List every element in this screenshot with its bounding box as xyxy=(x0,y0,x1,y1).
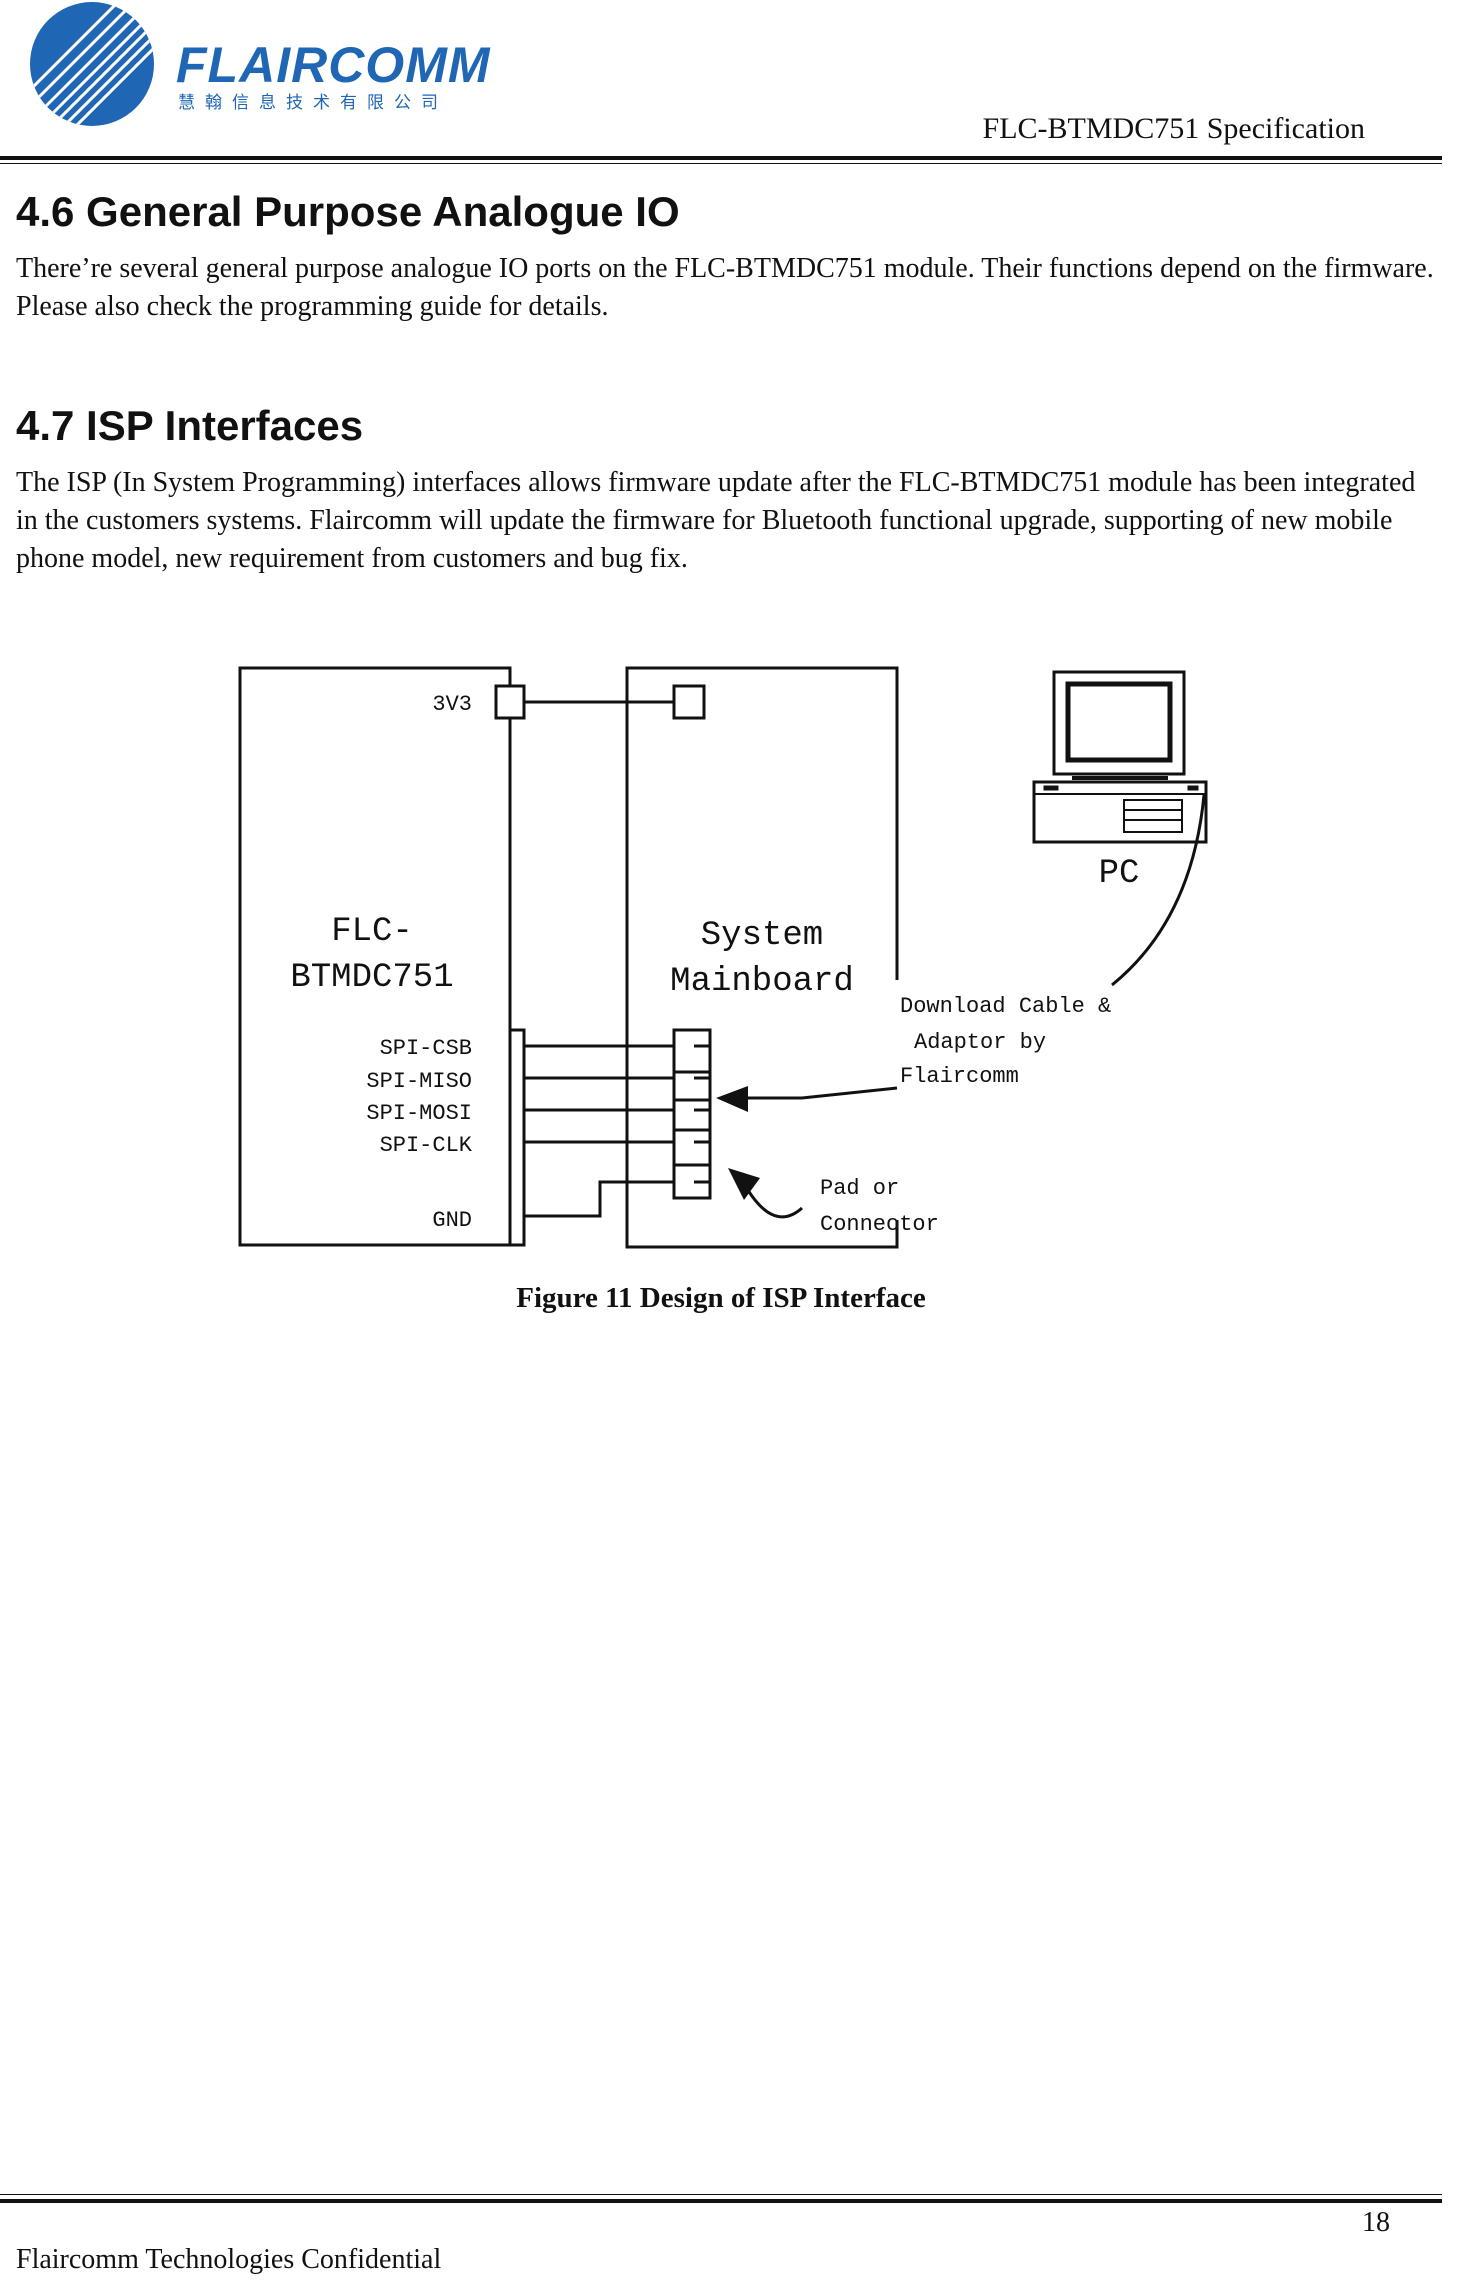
mainboard-label-line1: System xyxy=(701,917,823,955)
footer-confidential: Flaircomm Technologies Confidential xyxy=(16,2244,442,2275)
brand-name: FLAIRCOMM xyxy=(176,37,491,93)
footer-rule xyxy=(0,2199,1442,2203)
cable-label-line1: Download Cable & xyxy=(900,994,1111,1019)
connector-block xyxy=(672,1028,712,1200)
header-rule xyxy=(0,156,1442,160)
document-title: FLC-BTMDC751 Specification xyxy=(982,112,1365,145)
flaircomm-logo xyxy=(30,2,154,126)
mainboard-label-line2: Mainboard xyxy=(670,963,854,1001)
isp-interface-diagram: 3V3 FLC- BTMDC751 System Mainboard SPI-C… xyxy=(238,666,1208,1249)
section-heading-4-7: 4.7 ISP Interfaces xyxy=(16,402,364,449)
pin-label-spi-csb: SPI-CSB xyxy=(380,1036,472,1061)
pad-label-line1: Pad or xyxy=(820,1176,899,1201)
wire-gnd xyxy=(524,1180,674,1218)
figure-caption: Figure 11 Design of ISP Interface xyxy=(516,1282,926,1314)
cable-arrowhead xyxy=(716,1086,748,1112)
cable-label-line2: Adaptor by xyxy=(914,1030,1046,1055)
footer-rule-thin xyxy=(0,2194,1442,2195)
page-number: 18 xyxy=(1362,2207,1390,2238)
module-box xyxy=(238,666,512,1247)
header-rule-thin xyxy=(0,163,1442,164)
module-label-line2: BTMDC751 xyxy=(290,959,453,997)
pin-label-3v3: 3V3 xyxy=(432,692,472,717)
section-heading-4-6: 4.6 General Purpose Analogue IO xyxy=(16,188,680,235)
module-pin-strip xyxy=(510,1028,526,1247)
mainboard-3v3-pad xyxy=(672,684,706,720)
pad-arrowhead xyxy=(728,1168,760,1200)
brand-subtitle: 慧翰信息技术有限公司 xyxy=(178,93,448,113)
section-4-7-paragraph: The ISP (In System Programming) interfac… xyxy=(16,467,1416,574)
section-4-6-paragraph: There’re several general purpose analogu… xyxy=(16,253,1434,322)
cable-label-line3: Flaircomm xyxy=(900,1064,1019,1089)
mainboard-box xyxy=(625,666,899,1249)
cable-arrow xyxy=(742,1086,898,1100)
pin-label-gnd: GND xyxy=(432,1208,472,1233)
pad-label-line2: Connector xyxy=(820,1212,939,1237)
module-3v3-pin xyxy=(494,684,526,720)
pc-icon xyxy=(1032,670,1208,844)
pin-label-spi-miso: SPI-MISO xyxy=(366,1069,472,1094)
pc-label: PC xyxy=(1099,855,1140,893)
module-label-line1: FLC- xyxy=(331,913,413,951)
download-cable xyxy=(1111,794,1206,987)
pin-label-spi-mosi: SPI-MOSI xyxy=(366,1101,472,1126)
pin-label-spi-clk: SPI-CLK xyxy=(380,1133,473,1158)
